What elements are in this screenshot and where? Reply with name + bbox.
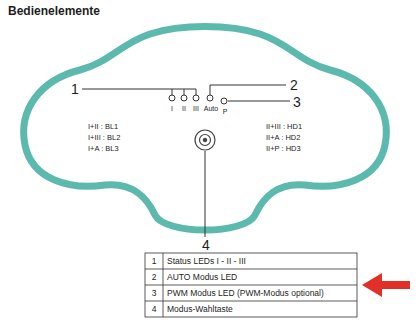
table-cell: 4	[152, 305, 157, 314]
mode-combination: II+III : HD1	[266, 123, 302, 131]
mode-combination: I+II : BL1	[88, 123, 118, 131]
mode-combination: II+P : HD3	[266, 145, 301, 153]
led-label: II	[182, 105, 186, 112]
mode-combination: I+A : BL3	[88, 145, 119, 153]
callout-number: 4	[202, 238, 210, 252]
led-label: I	[171, 105, 173, 112]
mode-combination: II+A : HD2	[266, 134, 300, 142]
legend-table-grid	[145, 253, 357, 317]
table-cell: Modus-Wahltaste	[167, 305, 233, 314]
table-cell: 2	[152, 273, 157, 282]
table-cell: PWM Modus LED (PWM-Modus optional)	[167, 289, 324, 298]
callout-number: 2	[290, 78, 298, 92]
table-cell: 1	[152, 257, 157, 266]
status-leds	[169, 95, 227, 104]
led-label: Auto	[204, 105, 218, 112]
table-cell: 3	[152, 289, 157, 298]
table-cell: AUTO Modus LED	[167, 273, 237, 282]
callout-number: 1	[71, 82, 79, 96]
red-arrow	[362, 273, 410, 297]
table-cell: Status LEDs I - II - III	[167, 257, 246, 266]
led-label: P	[223, 108, 228, 115]
mode-combination: I+III : BL2	[88, 134, 120, 142]
mode-button	[195, 130, 215, 150]
callout-number: 3	[293, 95, 301, 109]
led-label: III	[193, 105, 199, 112]
title: Bedienelemente	[8, 5, 100, 17]
leader-lines	[82, 85, 290, 237]
